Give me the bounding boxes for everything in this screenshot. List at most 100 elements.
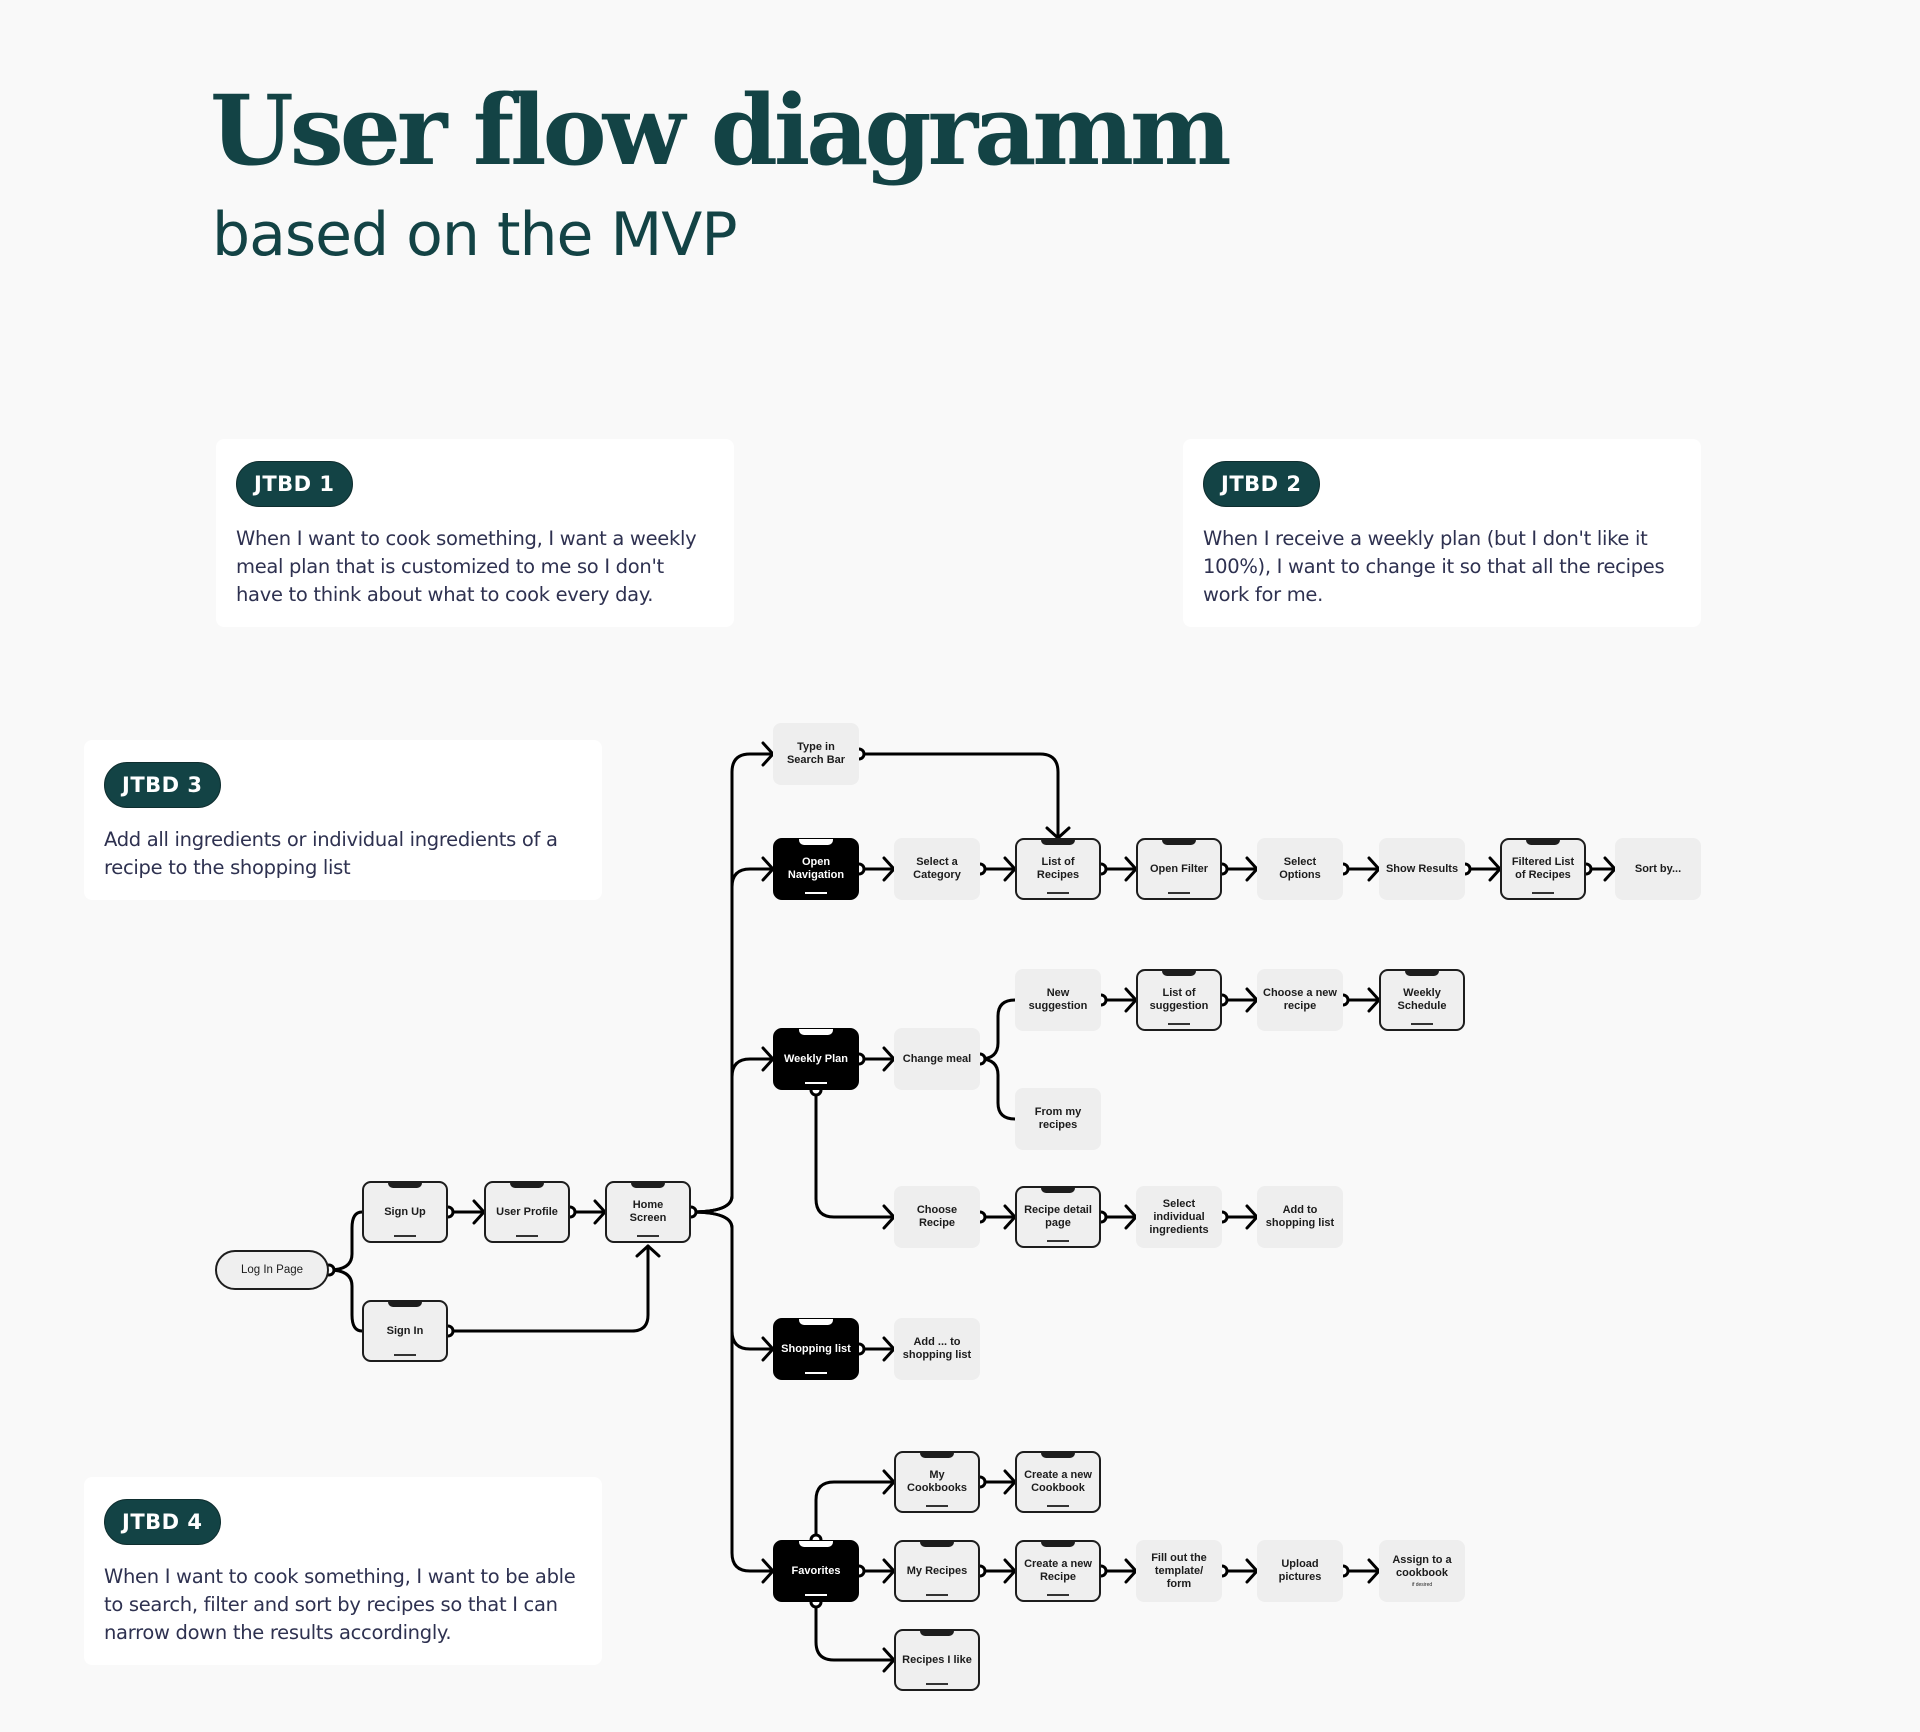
jtbd-card-1: JTBD 1 When I want to cook something, I …: [216, 439, 734, 627]
connector-line: [857, 752, 1060, 840]
connector-line: [814, 1088, 896, 1219]
flow-node-detail: Recipe detail page: [1015, 1186, 1101, 1248]
flow-node-label: My Recipes: [906, 1564, 968, 1577]
flow-node-note: if desired: [1411, 1581, 1433, 1588]
flow-node-label: Select Options: [1279, 856, 1321, 881]
flow-node-label: Type in Search Bar: [786, 741, 846, 766]
flow-node-newcookbook: Create a new Cookbook: [1015, 1451, 1101, 1513]
screen-notch-icon: [1162, 839, 1196, 845]
flow-node-cookbooks: My Cookbooks: [894, 1451, 980, 1513]
flow-node-liked: Recipes I like: [894, 1629, 980, 1691]
flow-node-label: My Cookbooks: [907, 1469, 967, 1494]
screen-homebar-icon: [1047, 1240, 1069, 1242]
flow-node-selecting: Select individual ingredients: [1136, 1186, 1222, 1248]
screen-notch-icon: [1162, 970, 1196, 976]
screen-homebar-icon: [1047, 892, 1069, 894]
flow-node-filtered: Filtered List of Recipes: [1500, 838, 1586, 900]
screen-notch-icon: [1041, 1187, 1075, 1193]
flow-node-label: Sign In: [386, 1324, 424, 1337]
screen-notch-icon: [799, 1541, 833, 1547]
flow-node-label: Change meal: [902, 1052, 972, 1065]
flow-node-signin: Sign In: [362, 1300, 448, 1362]
flow-node-label: Recipe detail page: [1024, 1204, 1092, 1229]
connector-line: [814, 1600, 896, 1662]
jtbd-description: Add all ingredients or individual ingred…: [104, 828, 558, 879]
screen-homebar-icon: [805, 892, 827, 894]
flow-node-label: Recipes I like: [902, 1653, 972, 1666]
screen-homebar-icon: [1047, 1505, 1069, 1507]
screen-notch-icon: [799, 839, 833, 845]
flow-node-label: Show Results: [1385, 862, 1459, 875]
flow-node-label: List of Recipes: [1036, 856, 1080, 881]
flow-node-sort: Sort by...: [1615, 838, 1701, 900]
flow-node-label: Favorites: [791, 1564, 841, 1577]
flow-node-list: List of Recipes: [1015, 838, 1101, 900]
connector-line: [689, 1210, 775, 1573]
screen-homebar-icon: [516, 1235, 538, 1237]
flow-node-home: Home Screen: [605, 1181, 691, 1243]
flow-node-results: Show Results: [1379, 838, 1465, 900]
screen-notch-icon: [799, 1319, 833, 1325]
screen-homebar-icon: [1047, 1594, 1069, 1596]
screen-homebar-icon: [637, 1235, 659, 1237]
flow-node-label: Upload pictures: [1278, 1558, 1322, 1583]
connector-line: [327, 1210, 364, 1272]
flow-node-label: Sign Up: [384, 1205, 426, 1218]
flow-node-myrecipes: My Recipes: [894, 1540, 980, 1602]
screen-notch-icon: [920, 1630, 954, 1636]
connector-line: [446, 1244, 650, 1333]
jtbd-description: When I want to cook something, I want to…: [104, 1565, 576, 1644]
screen-notch-icon: [510, 1182, 544, 1188]
flow-node-label: Weekly Plan: [784, 1052, 848, 1065]
flow-node-nav: Open Navigation: [773, 838, 859, 900]
screen-homebar-icon: [926, 1683, 948, 1685]
flow-node-label: Choose Recipe: [916, 1204, 958, 1229]
flow-node-label: Fill out the template/ form: [1151, 1551, 1207, 1590]
screen-homebar-icon: [1532, 892, 1554, 894]
flow-node-filter: Open Filter: [1136, 838, 1222, 900]
connector-line: [689, 1057, 775, 1214]
flow-node-label: Shopping list: [781, 1342, 851, 1355]
flow-node-label: Add to shopping list: [1265, 1204, 1335, 1229]
flow-node-label: Create a new Cookbook: [1024, 1469, 1092, 1494]
screen-homebar-icon: [1411, 1023, 1433, 1025]
flow-node-label: Add ... to shopping list: [902, 1336, 972, 1361]
flow-node-shopping: Shopping list: [773, 1318, 859, 1380]
jtbd-badge: JTBD 4: [104, 1499, 221, 1545]
flow-node-label: Open Navigation: [787, 856, 845, 881]
screen-homebar-icon: [805, 1594, 827, 1596]
flow-node-profile: User Profile: [484, 1181, 570, 1243]
flow-node-label: Sort by...: [1634, 862, 1682, 875]
flow-node-label: Weekly Schedule: [1397, 987, 1447, 1012]
jtbd-badge: JTBD 3: [104, 762, 221, 808]
jtbd-card-3: JTBD 3 Add all ingredients or individual…: [84, 740, 602, 900]
flow-node-chooserecipe: Choose Recipe: [894, 1186, 980, 1248]
screen-notch-icon: [1041, 1452, 1075, 1458]
connector-line: [327, 1268, 364, 1333]
flow-node-search: Type in Search Bar: [773, 723, 859, 785]
screen-homebar-icon: [805, 1372, 827, 1374]
flow-node-label: Log In Page: [240, 1263, 304, 1276]
flow-node-signup: Sign Up: [362, 1181, 448, 1243]
flow-node-favorites: Favorites: [773, 1540, 859, 1602]
jtbd-description: When I receive a weekly plan (but I don'…: [1203, 527, 1665, 606]
jtbd-description: When I want to cook something, I want a …: [236, 527, 697, 606]
connector-line: [978, 998, 1017, 1061]
flow-node-label: List of suggestion: [1149, 987, 1209, 1012]
screen-homebar-icon: [926, 1594, 948, 1596]
screen-notch-icon: [920, 1541, 954, 1547]
flow-node-label: New suggestion: [1028, 987, 1088, 1012]
screen-homebar-icon: [926, 1505, 948, 1507]
flow-node-schedule: Weekly Schedule: [1379, 969, 1465, 1031]
flow-node-weekly: Weekly Plan: [773, 1028, 859, 1090]
flow-node-newsugg: New suggestion: [1015, 969, 1101, 1031]
connector-line: [978, 1057, 1017, 1121]
screen-homebar-icon: [805, 1082, 827, 1084]
flow-node-frommy: From my recipes: [1015, 1088, 1101, 1150]
screen-notch-icon: [1526, 839, 1560, 845]
flow-node-label: Create a new Recipe: [1024, 1558, 1092, 1583]
flow-node-label: Choose a new recipe: [1263, 987, 1337, 1012]
jtbd-card-4: JTBD 4 When I want to cook something, I …: [84, 1477, 602, 1665]
flow-node-options: Select Options: [1257, 838, 1343, 900]
screen-notch-icon: [1041, 839, 1075, 845]
